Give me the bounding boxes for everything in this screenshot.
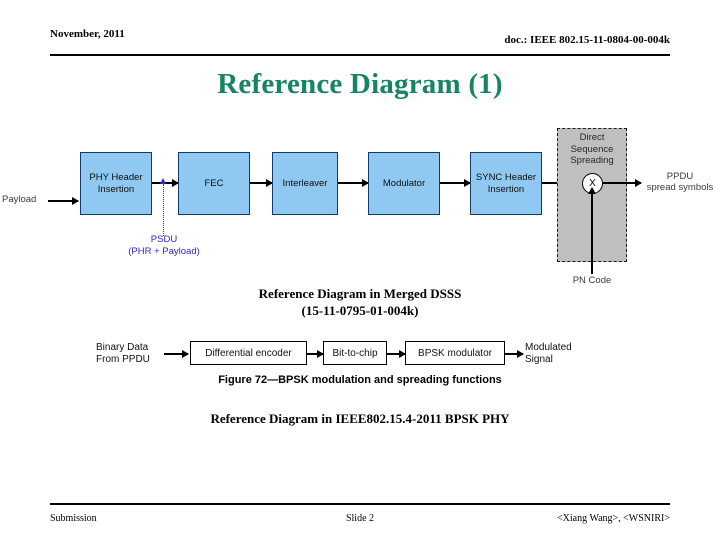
arrow-modulator-to-sync-header [440, 179, 471, 187]
footer-submission: Submission [50, 513, 97, 524]
arrow-differential-encoder-to-bit-to-chip [307, 350, 324, 358]
figure-72-caption: Figure 72—BPSK modulation and spreading … [218, 374, 502, 386]
footer-author: <Xiang Wang>, <WSNIRI> [557, 513, 670, 524]
block-bit-to-chip[interactable]: Bit-to-chip [323, 341, 387, 365]
arrow-payload-to-phy-header [48, 197, 79, 205]
arrow-multiplier-to-output [603, 179, 642, 187]
block-modulator[interactable]: Modulator [368, 152, 440, 215]
block-interleaver[interactable]: Interleaver [272, 152, 338, 215]
arrow-binary-data-to-differential-encoder [164, 350, 189, 358]
bpsk-reference-diagram: Binary Data From PPDU Differential encod… [0, 336, 720, 392]
footer-slide-number: Slide 2 [345, 513, 375, 524]
slide-footer: Submission Slide 2 <Xiang Wang>, <WSNIRI… [50, 503, 670, 531]
header-date: November, 2011 [50, 28, 125, 40]
psdu-annotation-label: PSDU (PHR + Payload) [128, 234, 200, 257]
diagram2-input-label: Binary Data From PPDU [96, 342, 150, 365]
page-title: Reference Diagram (1) [217, 68, 503, 100]
slide-header: November, 2011 doc.: IEEE 802.15-11-0804… [50, 28, 670, 56]
block-differential-encoder[interactable]: Differential encoder [190, 341, 307, 365]
block-sync-header-insertion[interactable]: SYNC Header Insertion [470, 152, 542, 215]
diagram2-output-label: Modulated Signal [525, 342, 572, 365]
direct-sequence-spreading-label: Direct Sequence Spreading [570, 132, 614, 166]
arrow-pn-code-to-multiplier [588, 187, 596, 274]
arrow-interleaver-to-modulator [338, 179, 369, 187]
block-fec[interactable]: FEC [178, 152, 250, 215]
caption-ieee-bpsk-phy: Reference Diagram in IEEE802.15.4-2011 B… [210, 411, 510, 426]
arrow-fec-to-interleaver [250, 179, 273, 187]
diagram1-output-label: PPDU spread symbols [646, 171, 714, 193]
diagram1-input-label: Payload [2, 194, 37, 205]
block-bpsk-modulator[interactable]: BPSK modulator [405, 341, 505, 365]
caption-merged-dsss: Reference Diagram in Merged DSSS (15-11-… [258, 286, 462, 318]
dsss-reference-diagram: Payload PHY Header Insertion PSDU (PHR +… [0, 118, 720, 288]
block-phy-header-insertion[interactable]: PHY Header Insertion [80, 152, 152, 215]
pn-code-label: PN Code [572, 275, 612, 286]
header-doc-number: doc.: IEEE 802.15-11-0804-00-004k [504, 34, 670, 46]
arrow-bpsk-modulator-to-output [505, 350, 524, 358]
psdu-dotted-arrow [160, 178, 166, 236]
arrow-bit-to-chip-to-bpsk-modulator [387, 350, 406, 358]
